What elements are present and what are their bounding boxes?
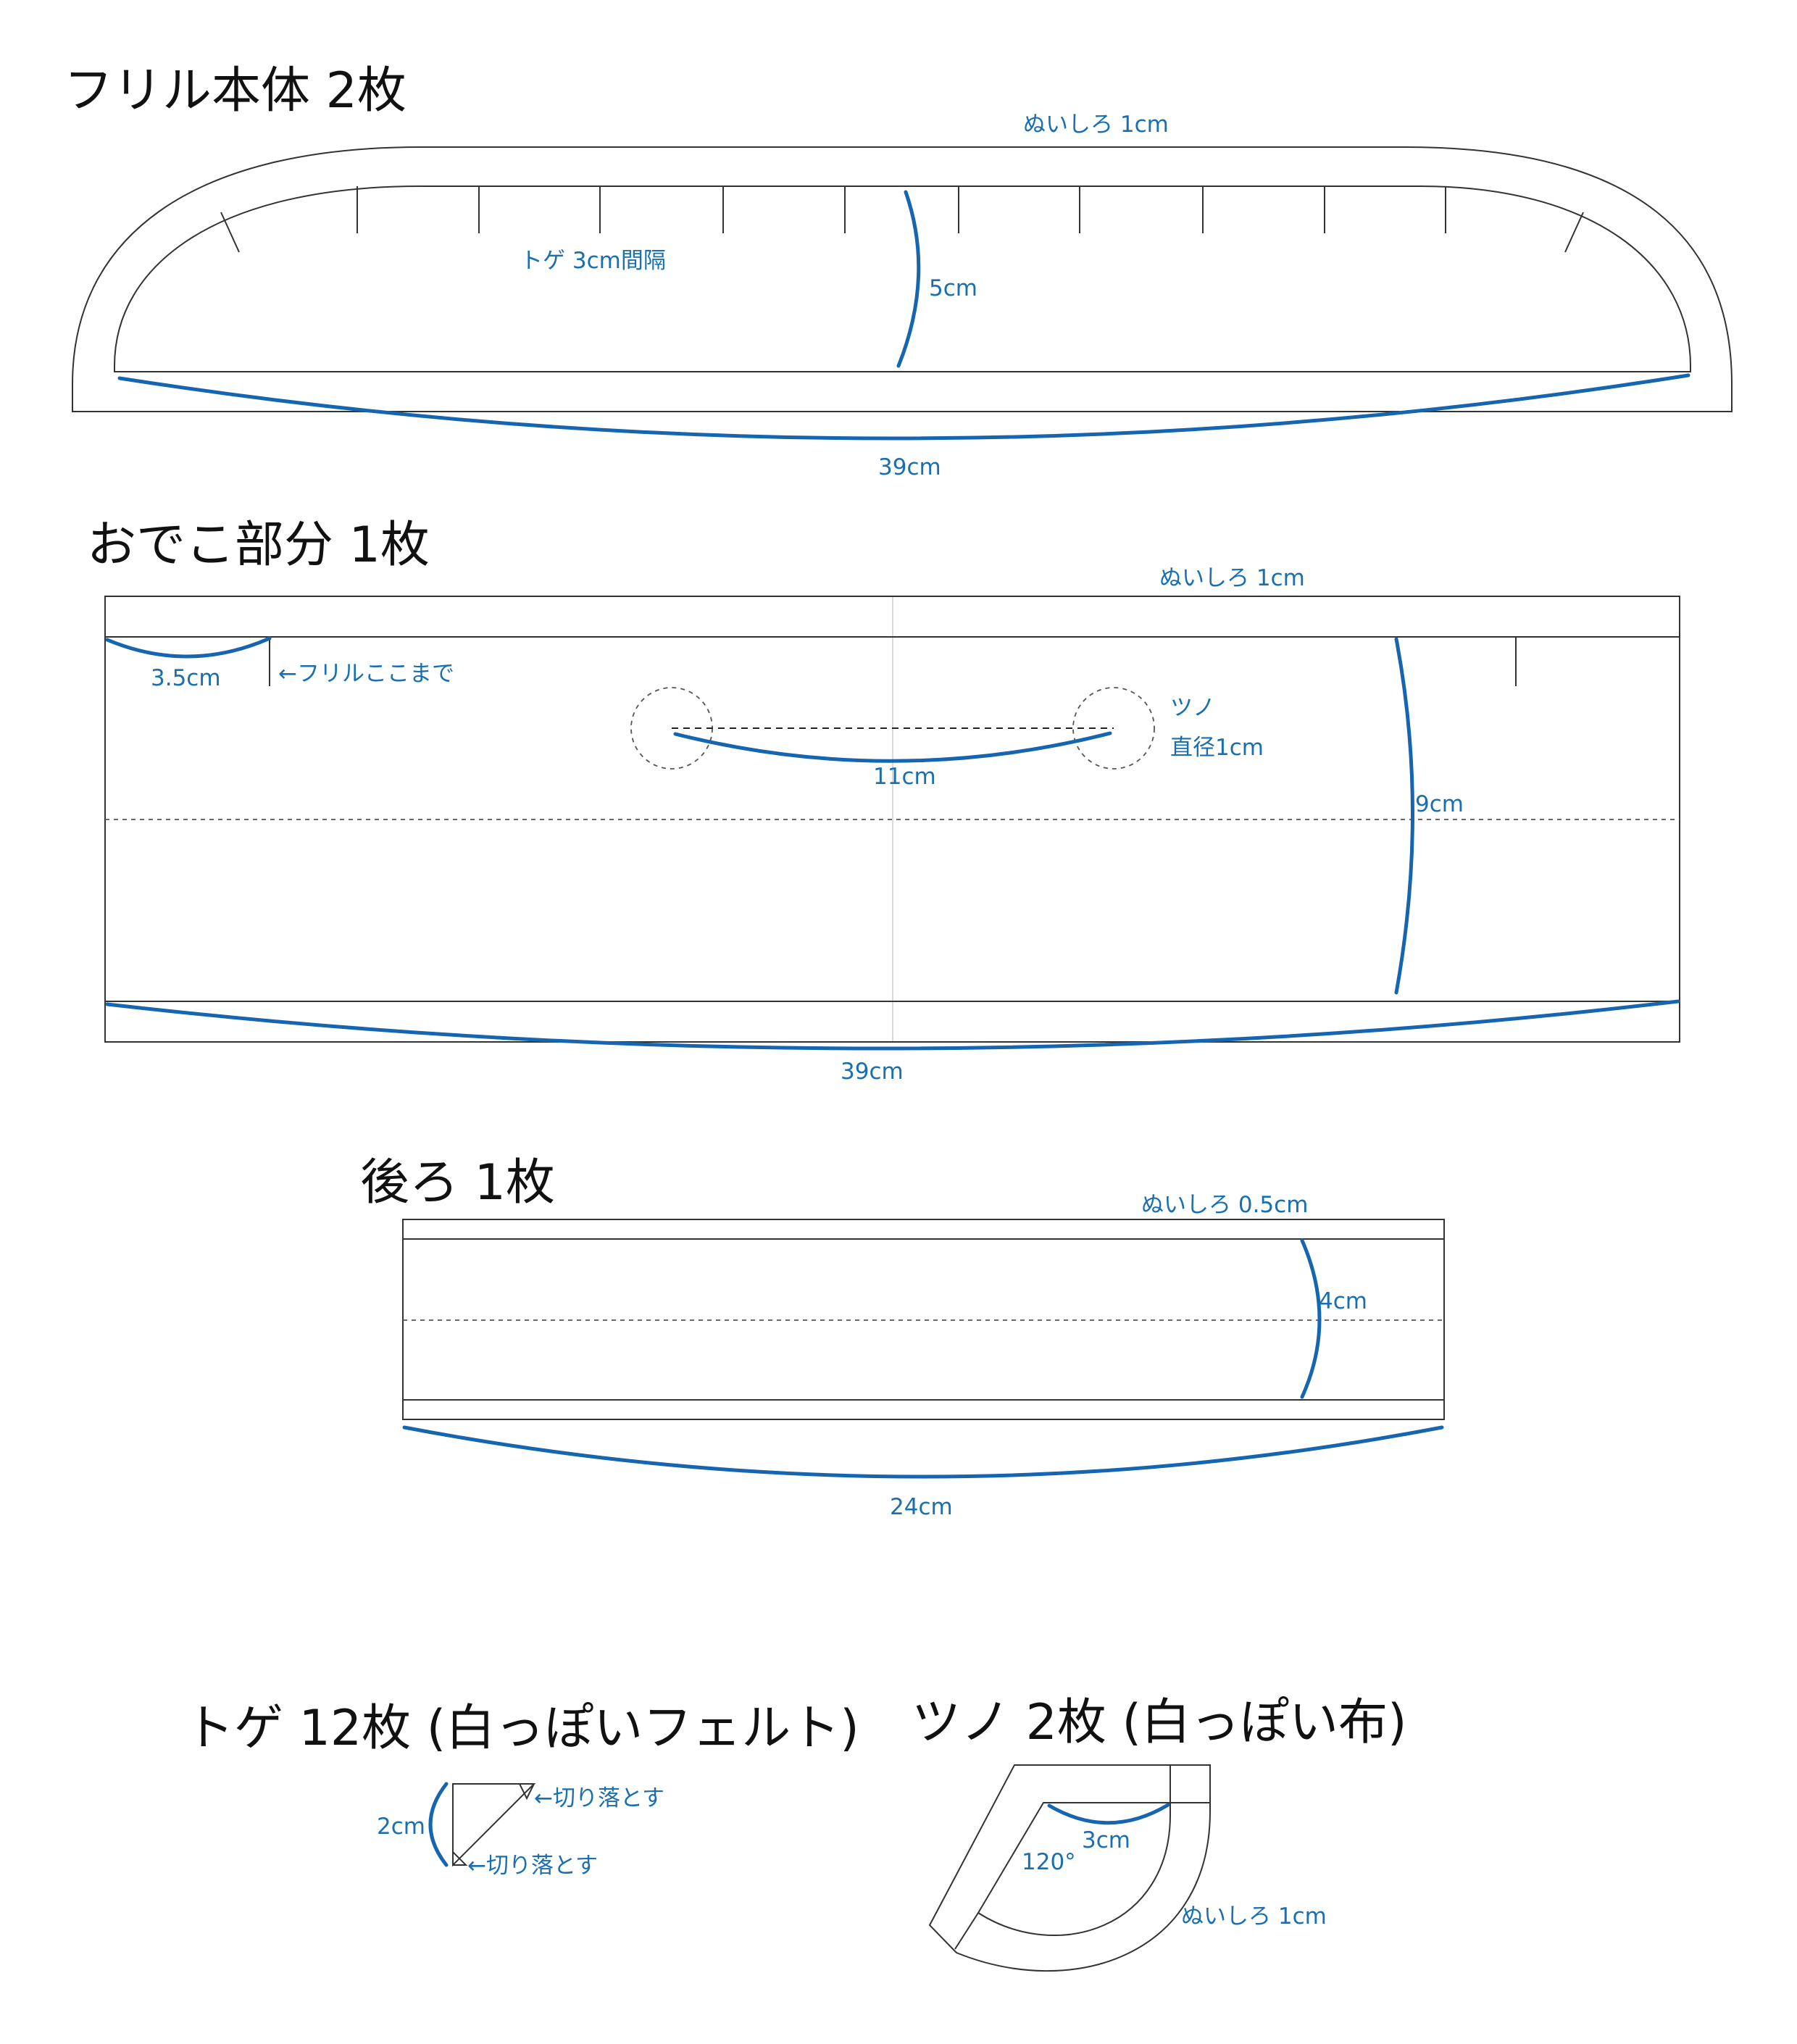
spike-cut-top-label: ←切り落とす bbox=[534, 1785, 664, 1811]
forehead-piece: おでこ部分 1枚 ぬいしろ 1cm 3.5cm ←フリルここまで 11cm ツノ… bbox=[87, 517, 1680, 1085]
frill-spike-spacing-label: トゲ 3cm間隔 bbox=[520, 248, 666, 274]
horn-diameter-label: 直径1cm bbox=[1170, 735, 1264, 761]
horn-radius-label: 3cm bbox=[1082, 1827, 1130, 1853]
back-seam-label: ぬいしろ 0.5cm bbox=[1141, 1192, 1308, 1218]
back-piece: 後ろ 1枚 ぬいしろ 0.5cm 4cm 24cm bbox=[360, 1154, 1445, 1520]
spike-size-arc bbox=[428, 1782, 449, 1867]
horn-radius-arc bbox=[1047, 1803, 1170, 1825]
back-height-label: 4cm bbox=[1319, 1288, 1367, 1314]
back-width-label: 24cm bbox=[890, 1494, 953, 1520]
frill-piece: フリル本体 2枚 ぬいしろ 1cm トゲ 3cm間隔 5cm 39cm bbox=[64, 62, 1733, 480]
forehead-seam-label: ぬいしろ 1cm bbox=[1159, 565, 1305, 591]
spike-size-label: 2cm bbox=[377, 1814, 425, 1840]
forehead-side-label: 3.5cm bbox=[151, 665, 221, 691]
horn-outer-outline bbox=[928, 1764, 1211, 1972]
horn-angle-label: 120° bbox=[1022, 1849, 1076, 1875]
horn-inner-outline bbox=[977, 1802, 1171, 1936]
frill-outer-outline bbox=[72, 146, 1733, 412]
horn-piece: ツノ 2枚 (白っぽい布) 3cm 120° ぬいしろ 1cm bbox=[912, 1694, 1407, 1972]
frill-seam-label: ぬいしろ 1cm bbox=[1023, 112, 1169, 138]
spike-triangle bbox=[452, 1783, 536, 1867]
frill-width-arc bbox=[117, 373, 1690, 441]
forehead-height-arc bbox=[1394, 637, 1414, 995]
back-outer-outline bbox=[402, 1219, 1445, 1420]
horn-seam-bottom bbox=[954, 1912, 979, 1950]
frill-width-label: 39cm bbox=[878, 454, 941, 480]
forehead-height-label: 9cm bbox=[1415, 791, 1464, 817]
horn-seam-label: ぬいしろ 1cm bbox=[1181, 1903, 1327, 1930]
forehead-width-label: 39cm bbox=[841, 1059, 904, 1085]
forehead-width-arc bbox=[105, 999, 1680, 1051]
frill-height-arc bbox=[896, 190, 921, 368]
back-width-arc bbox=[402, 1425, 1444, 1479]
horn-title: ツノ 2枚 (白っぽい布) bbox=[912, 1694, 1407, 1751]
back-title: 後ろ 1枚 bbox=[360, 1154, 555, 1211]
horn-gap-arc bbox=[673, 731, 1112, 763]
horn-circle-right bbox=[1072, 687, 1155, 769]
horn-label: ツノ bbox=[1170, 695, 1215, 721]
spike-cut-bottom-label: ←切り落とす bbox=[467, 1853, 598, 1879]
frill-title: フリル本体 2枚 bbox=[64, 62, 406, 120]
back-height-arc bbox=[1300, 1238, 1322, 1399]
forehead-title: おでこ部分 1枚 bbox=[87, 517, 430, 574]
forehead-side-arc bbox=[105, 636, 272, 659]
frill-inner-outline bbox=[114, 185, 1691, 372]
spike-title: トゲ 12枚 (白っぽいフェルト) bbox=[185, 1700, 859, 1757]
horn-gap-label: 11cm bbox=[873, 764, 936, 790]
frill-height-label: 5cm bbox=[929, 275, 977, 301]
spike-piece: トゲ 12枚 (白っぽいフェルト) 2cm ←切り落とす ←切り落とす bbox=[185, 1700, 859, 1879]
frill-spike-marks bbox=[220, 186, 1584, 253]
forehead-frill-mark-label: ←フリルここまで bbox=[278, 661, 454, 687]
